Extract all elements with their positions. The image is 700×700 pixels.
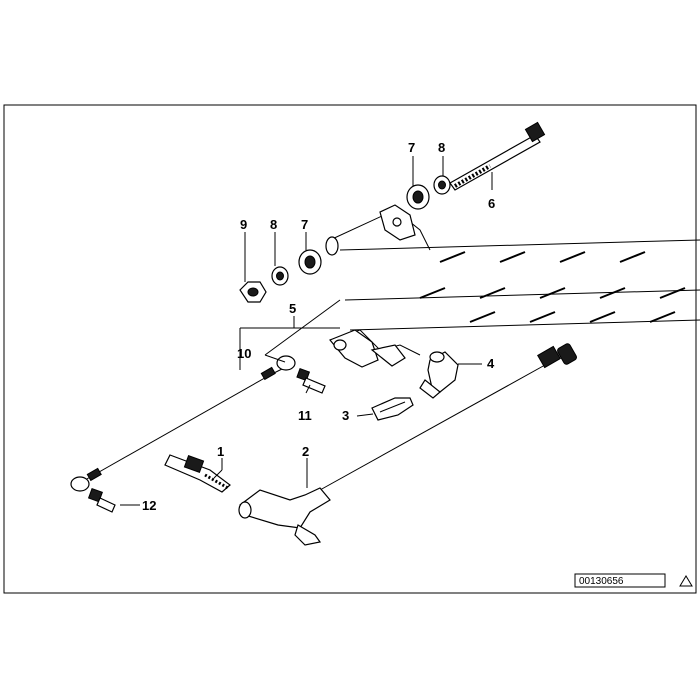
screw-12 <box>87 487 116 513</box>
callout-10: 10 <box>237 346 251 361</box>
callout-6: 6 <box>488 196 495 211</box>
mounting-bracket <box>379 204 416 241</box>
intake-clip <box>329 329 406 368</box>
triangle-icon <box>679 575 693 587</box>
callout-4: 4 <box>487 356 495 371</box>
spark-plug-cable <box>238 343 577 546</box>
callout-12: 12 <box>142 498 156 513</box>
callout-7-lower: 7 <box>301 217 308 232</box>
nut <box>239 281 267 303</box>
callout-5: 5 <box>289 301 296 316</box>
callout-8-lower: 8 <box>270 217 277 232</box>
ground-cable <box>70 355 296 492</box>
callout-7-upper: 7 <box>408 140 415 155</box>
sensor <box>164 454 231 493</box>
callout-8-upper: 8 <box>438 140 445 155</box>
engine-block-outline <box>329 209 700 356</box>
callout-9: 9 <box>240 217 247 232</box>
callout-3: 3 <box>342 408 349 423</box>
callout-2: 2 <box>302 444 309 459</box>
leader-lines <box>120 156 493 506</box>
reference-box <box>574 573 666 588</box>
plug-cap <box>419 351 459 399</box>
callout-1: 1 <box>217 444 224 459</box>
callout-11: 11 <box>298 408 312 423</box>
clip <box>371 397 414 421</box>
reference-number: 00130656 <box>579 576 624 587</box>
long-bolt <box>449 121 546 191</box>
screw-11 <box>296 367 326 394</box>
diagram-frame <box>3 104 697 594</box>
